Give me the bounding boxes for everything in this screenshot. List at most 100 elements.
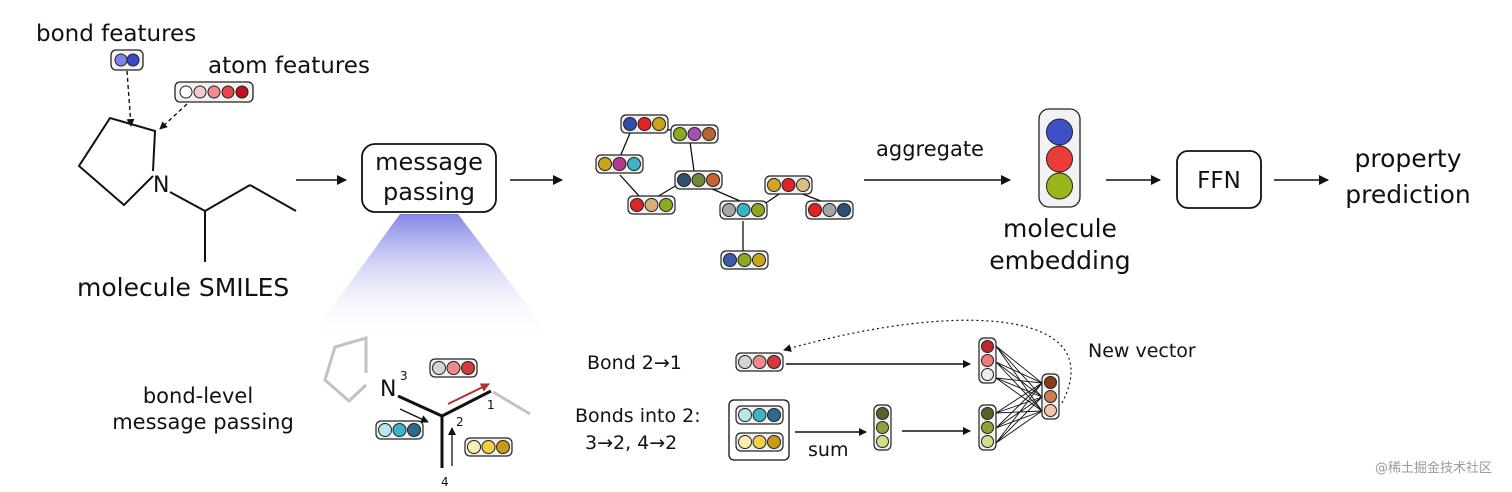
graph-node [595, 154, 644, 174]
feature-dot [981, 407, 994, 420]
zoom-capsule-bond-4-2 [464, 437, 513, 457]
detail-arrows [783, 319, 1072, 444]
molecular-graph [595, 114, 854, 270]
zoom-cone [310, 214, 552, 338]
bonds-into-line1: Bonds into 2: [575, 405, 701, 427]
feature-dot [822, 203, 837, 217]
molecule-embedding-line2: embedding [989, 246, 1130, 275]
feature-dot [737, 253, 752, 267]
feature-dot [481, 440, 496, 454]
num-3: 3 [400, 369, 408, 383]
message-passing-line2: passing [383, 178, 475, 206]
input-vector-3-2 [735, 405, 784, 425]
watermark: @稀土掘金技术社区 [1375, 460, 1492, 476]
molecule-embedding-line1: molecule [1003, 214, 1117, 243]
graph-node [720, 250, 769, 270]
atom-feature-dot [207, 85, 221, 99]
feature-dot [496, 440, 510, 454]
feature-dot [687, 127, 702, 141]
sum-vector [873, 404, 892, 451]
new-vector-label: New vector [1088, 340, 1196, 362]
feature-dot [691, 173, 706, 187]
message-passing-line1: message [375, 148, 483, 176]
bond-2-1-message-vector [735, 352, 784, 372]
molecule-smiles-label: molecule SMILES [77, 273, 289, 302]
bonds-into-line2: 3→2, 4→2 [585, 432, 677, 454]
bond-features-capsule [110, 49, 144, 71]
feature-dot [627, 157, 641, 171]
graph-node [805, 200, 854, 220]
zoom-atom-n: N [380, 377, 396, 402]
sum-label: sum [808, 439, 848, 461]
num-1: 1 [487, 398, 495, 412]
property-line2: prediction [1345, 180, 1470, 209]
mlp-input-bottom [978, 404, 997, 451]
feature-dot [623, 117, 637, 131]
feature-dot [981, 435, 994, 448]
bond-level-line2: message passing [112, 410, 294, 434]
graph-node [670, 124, 719, 144]
feature-dot [751, 203, 765, 217]
bond-level-line1: bond-level [143, 384, 253, 408]
graph-node [764, 175, 813, 195]
feature-dot [752, 408, 767, 422]
mlp-input-top [978, 337, 997, 384]
feature-dot [706, 173, 720, 187]
feature-dot [677, 173, 691, 187]
new-vector [1041, 373, 1060, 420]
feature-dot [446, 361, 461, 375]
graph-node [627, 195, 676, 215]
embedding-dot [1046, 145, 1073, 173]
feature-dot [876, 421, 889, 434]
feature-dot [612, 157, 627, 171]
feature-dot [837, 203, 851, 217]
feature-dot [981, 340, 994, 353]
detail-capsules [735, 337, 1060, 452]
feature-dot [808, 203, 822, 217]
embedding-dot [1046, 172, 1073, 200]
atom-features-label: atom features [208, 53, 370, 79]
zoom-molecule [323, 336, 531, 468]
feature-dot [467, 440, 481, 454]
feature-dot [392, 423, 407, 437]
feature-dot [738, 408, 752, 422]
ffn-box [1176, 150, 1262, 209]
feature-dot [981, 421, 994, 434]
atom-n-label: N [153, 173, 169, 198]
feature-dot [1044, 404, 1057, 417]
feature-dot [659, 198, 673, 212]
feature-dot [767, 435, 781, 449]
num-2: 2 [456, 415, 464, 429]
feature-dot [738, 355, 752, 369]
feature-dot [598, 157, 612, 171]
aggregate-label: aggregate [876, 137, 984, 161]
feature-dot [461, 361, 475, 375]
red-message-arrow [447, 383, 490, 405]
atom-feature-dot [221, 85, 235, 99]
feature-dot [767, 178, 781, 192]
atom-feature-dot [193, 85, 207, 99]
feature-dot [630, 198, 644, 212]
bond-feature-dot [114, 53, 128, 67]
atom-feature-dot [235, 85, 249, 99]
feature-dot [1044, 376, 1057, 389]
feature-dot [644, 198, 659, 212]
graph-node [674, 170, 723, 190]
feature-dot [407, 423, 421, 437]
feature-dot [876, 407, 889, 420]
atom-features-capsule [174, 81, 254, 103]
zoom-capsules [375, 358, 513, 457]
feature-dot [673, 127, 687, 141]
property-line1: property [1354, 144, 1461, 173]
feature-dot [767, 408, 781, 422]
feature-dot [722, 203, 736, 217]
feature-dot [981, 354, 994, 367]
atom-pointer-arrow [159, 103, 188, 130]
feature-dot [738, 435, 752, 449]
feature-dot [781, 178, 796, 192]
feature-dot [876, 435, 889, 448]
feature-dot [752, 355, 767, 369]
feature-dot [752, 435, 767, 449]
mlp-connections [995, 345, 1043, 444]
